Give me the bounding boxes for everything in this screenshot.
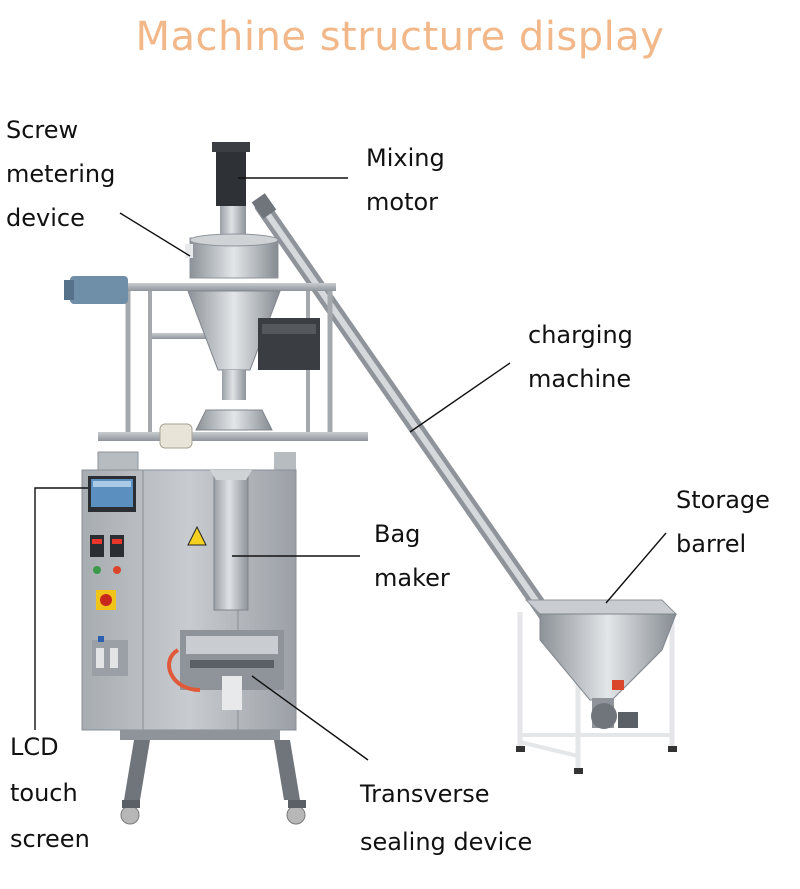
label-bag-maker: Bag maker: [374, 520, 450, 592]
label-storage-barrel: Storage barrel: [676, 486, 770, 558]
label-mixing-motor: Mixing motor: [366, 144, 445, 216]
storage-barrel-hopper: [516, 599, 678, 774]
leader-storage-barrel: [605, 532, 667, 604]
label-lcd-touch-screen: LCD touch screen: [10, 733, 90, 853]
leader-charging-machine: [409, 362, 511, 433]
label-screw-metering-device: Screw metering device: [6, 116, 116, 232]
leader-lines: [34, 177, 667, 761]
packaging-machine-body: [64, 142, 368, 825]
leader-transverse-sealing: [251, 675, 369, 761]
label-transverse-sealing-device: Transverse sealing device: [360, 780, 533, 856]
page-title: Machine structure display: [135, 14, 665, 60]
leader-screw-metering: [119, 212, 191, 257]
label-charging-machine: charging machine: [528, 321, 633, 393]
leader-lcd-screen: [34, 487, 88, 730]
